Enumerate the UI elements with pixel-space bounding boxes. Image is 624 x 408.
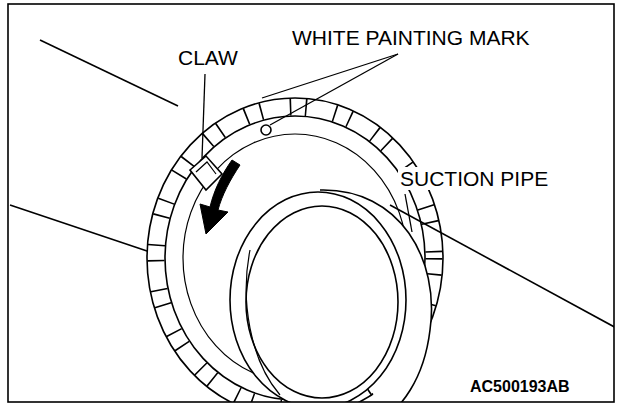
pipe-edge: [10, 205, 150, 252]
leader-line: [202, 74, 205, 158]
pipe-edge: [40, 40, 178, 106]
leader-line: [405, 194, 412, 232]
claw-edge: [196, 162, 216, 174]
pipe-edge: [390, 205, 614, 330]
paint-mark: [261, 125, 271, 135]
rotation-arrow: [200, 160, 240, 234]
pipe-cut: [246, 250, 280, 395]
part-label: WHITE PAINTING MARK: [290, 26, 532, 49]
pipe-bore: [246, 206, 398, 398]
pipe-end: [230, 192, 406, 402]
ring-teeth: [156, 107, 434, 402]
leader-line: [270, 54, 398, 125]
part-label: SUCTION PIPE: [398, 167, 550, 190]
figure-code: AC500193AB: [468, 378, 572, 396]
frame: [8, 4, 614, 402]
pipe-and-ring: [10, 40, 614, 402]
part-label: CLAW: [176, 46, 240, 69]
